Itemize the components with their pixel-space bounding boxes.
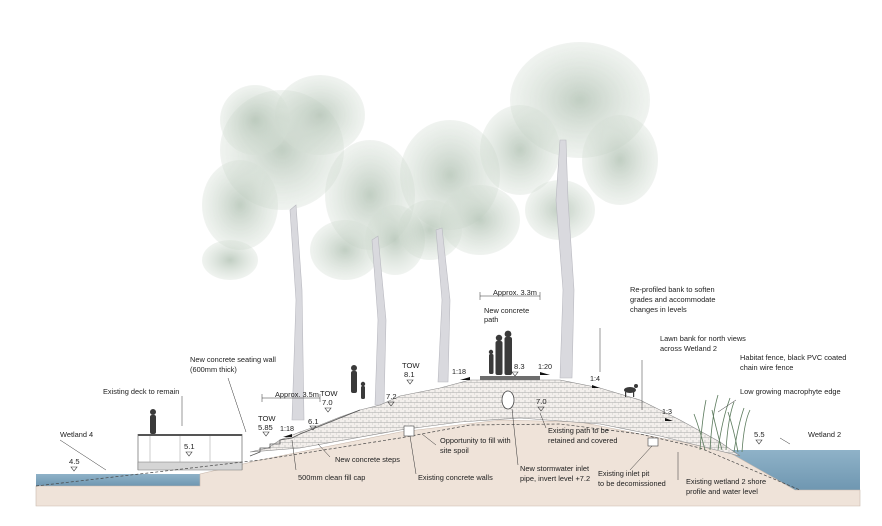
label-existing-path-1: Existing path to be (548, 426, 609, 435)
label-new-path-2: path (484, 315, 498, 324)
tree-canopies (202, 42, 658, 280)
grade-values: 1:18 1:18 1:20 1:4 1:3 (280, 362, 672, 433)
tree-1-canopy (202, 75, 365, 280)
label-existing-walls: Existing concrete walls (418, 473, 493, 482)
dog-on-bank (624, 384, 638, 397)
stormwater-inlet-pipe (501, 390, 515, 410)
label-stormwater-2: pipe, invert level +7.2 (520, 474, 590, 483)
grade-1-4: 1:4 (590, 374, 600, 383)
label-lawn-2: across Wetland 2 (660, 344, 717, 353)
level-tow-3: TOW (402, 361, 420, 370)
label-stormwater-1: New stormwater inlet (520, 464, 589, 473)
grade-arrows (283, 372, 673, 437)
label-habitat-2: chain wire fence (740, 363, 793, 372)
label-inlet-pit-2: to be decomissioned (598, 479, 666, 488)
label-approx-33: Approx. 3.3m (493, 288, 537, 297)
wetland-4-water (36, 474, 200, 486)
label-site-spoil-2: site spoil (440, 446, 469, 455)
label-macrophyte: Low growing macrophyte edge (740, 387, 841, 396)
people-on-path (488, 330, 512, 375)
label-reprofiled-3: changes in levels (630, 305, 687, 314)
label-wetland-2: Wetland 2 (808, 430, 841, 439)
tree-3-canopy (398, 120, 520, 260)
new-concrete-path (480, 376, 540, 380)
annotation-labels: Wetland 4 Wetland 2 Existing deck to rem… (60, 285, 846, 496)
label-clean-fill: 500mm clean fill cap (298, 473, 365, 482)
level-6-1: 6.1 (308, 417, 319, 426)
label-existing-deck: Existing deck to remain (103, 387, 179, 396)
level-values: 4.5 5.1 TOW 5.85 6.1 TOW 7.0 7.2 TOW 8.1… (69, 361, 765, 466)
existing-inlet-pit (647, 437, 659, 447)
wetland-2-water (725, 450, 860, 490)
existing-concrete-wall (403, 425, 415, 437)
level-7-0-a: 7.0 (322, 398, 333, 407)
leader-lines (59, 292, 791, 480)
label-reprofiled-2: grades and accommodate (630, 295, 715, 304)
label-existing-path-2: retained and covered (548, 436, 617, 445)
label-seating-wall-2: (600mm thick) (190, 365, 237, 374)
person-on-steps (351, 365, 357, 393)
level-5-1: 5.1 (184, 442, 195, 451)
level-8-1: 8.1 (404, 370, 415, 379)
level-tow-2: TOW (320, 389, 338, 398)
grade-1-18-b: 1:18 (452, 367, 466, 376)
label-new-steps: New concrete steps (335, 455, 400, 464)
existing-ground-dashed-line (35, 423, 801, 491)
level-7-0-b: 7.0 (536, 397, 547, 406)
label-shore-2: profile and water level (686, 487, 758, 496)
level-tow-1: TOW (258, 414, 276, 423)
label-lawn-1: Lawn bank for north views (660, 334, 746, 343)
grade-1-20: 1:20 (538, 362, 552, 371)
label-approx-35: Approx. 3.5m (275, 390, 319, 399)
child-on-steps (360, 381, 366, 399)
label-new-path-1: New concrete (484, 306, 529, 315)
label-wetland-4: Wetland 4 (60, 430, 93, 439)
level-4-5: 4.5 (69, 457, 80, 466)
grade-1-18-a: 1:18 (280, 424, 294, 433)
new-concrete-steps (249, 409, 361, 457)
label-shore-1: Existing wetland 2 shore (686, 477, 766, 486)
level-7-2: 7.2 (386, 392, 397, 401)
level-markers (70, 371, 763, 472)
level-5-85: 5.85 (258, 423, 273, 432)
label-habitat-1: Habitat fence, black PVC coated (740, 353, 846, 362)
level-8-3: 8.3 (514, 362, 525, 371)
level-5-5: 5.5 (754, 430, 765, 439)
tree-4-canopy (480, 42, 658, 240)
label-reprofiled-1: Re-profiled bank to soften (630, 285, 715, 294)
grade-1-3: 1:3 (662, 407, 672, 416)
label-inlet-pit-1: Existing inlet pit (598, 469, 649, 478)
person-on-deck (150, 409, 156, 434)
existing-deck (137, 434, 243, 471)
people-figures (150, 330, 638, 434)
label-seating-wall-1: New concrete seating wall (190, 355, 276, 364)
label-site-spoil-1: Opportunity to fill with (440, 436, 511, 445)
macrophyte-planting (693, 394, 751, 453)
